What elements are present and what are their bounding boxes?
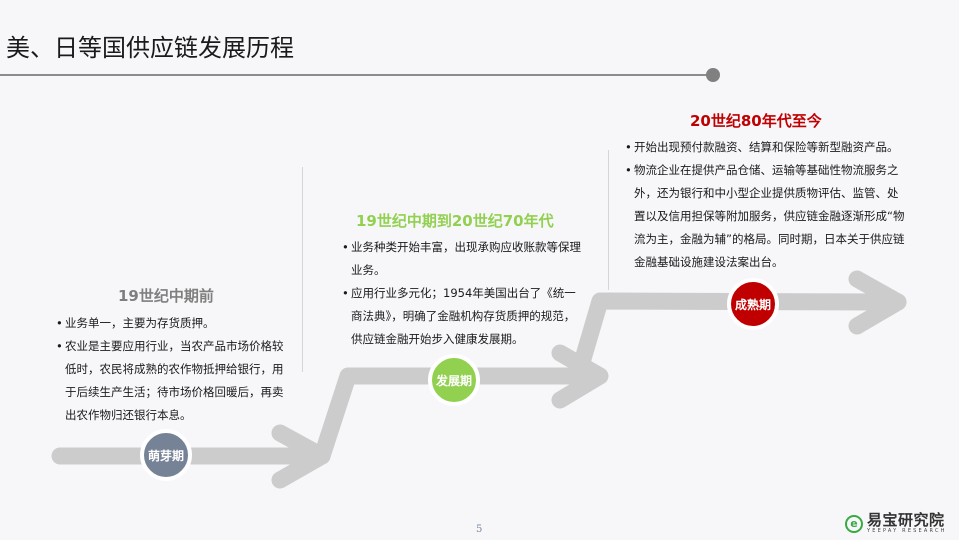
phase-period-mature: 20世纪80年代至今 bbox=[690, 112, 822, 130]
phase-description-mature: 开始出现预付款融资、结算和保险等新型融资产品。 物流企业在提供产品仓储、运输等基… bbox=[625, 136, 907, 274]
title-rule-end-dot bbox=[706, 68, 720, 82]
phase-description-sprout: 业务单一，主要为存货质押。 农业是主要应用行业，当农产品市场价格较低时，农民将成… bbox=[56, 312, 288, 427]
badge-label: 成熟期 bbox=[734, 297, 771, 312]
divider-2 bbox=[608, 150, 609, 290]
divider-1 bbox=[302, 167, 303, 372]
logo-name: 易宝研究院 bbox=[867, 511, 945, 529]
badge-development-phase: 发展期 bbox=[428, 354, 480, 406]
yeepay-e-icon: e bbox=[845, 514, 863, 533]
phase-period-sprout: 19世纪中期前 bbox=[118, 287, 214, 305]
phase-period-development: 19世纪中期到20世纪70年代 bbox=[356, 212, 554, 230]
logo-subtitle: YEEPAY RESEARCH bbox=[867, 528, 947, 534]
yeepay-logo: e 易宝研究院 YEEPAY RESEARCH bbox=[845, 512, 947, 535]
list-item: 农业是主要应用行业，当农产品市场价格较低时，农民将成熟的农作物抵押给银行，用于后… bbox=[56, 335, 288, 427]
badge-mature-phase: 成熟期 bbox=[727, 278, 779, 330]
page-title: 美、日等国供应链发展历程 bbox=[6, 34, 294, 62]
badge-sprout-phase: 萌芽期 bbox=[140, 429, 192, 481]
badge-label: 萌芽期 bbox=[147, 448, 184, 463]
badge-label: 发展期 bbox=[435, 373, 472, 388]
list-item: 业务单一，主要为存货质押。 bbox=[56, 312, 288, 335]
list-item: 物流企业在提供产品仓储、运输等基础性物流服务之外，还为银行和中小型企业提供质物评… bbox=[625, 159, 907, 274]
page-number: 5 bbox=[476, 524, 483, 535]
phase-description-development: 业务种类开始丰富，出现承购应收账款等保理业务。 应用行业多元化；1954年美国出… bbox=[342, 236, 582, 351]
list-item: 业务种类开始丰富，出现承购应收账款等保理业务。 bbox=[342, 236, 582, 282]
list-item: 开始出现预付款融资、结算和保险等新型融资产品。 bbox=[625, 136, 907, 159]
title-underline bbox=[0, 74, 712, 76]
list-item: 应用行业多元化；1954年美国出台了《统一商法典》，明确了金融机构存货质押的规范… bbox=[342, 282, 582, 351]
